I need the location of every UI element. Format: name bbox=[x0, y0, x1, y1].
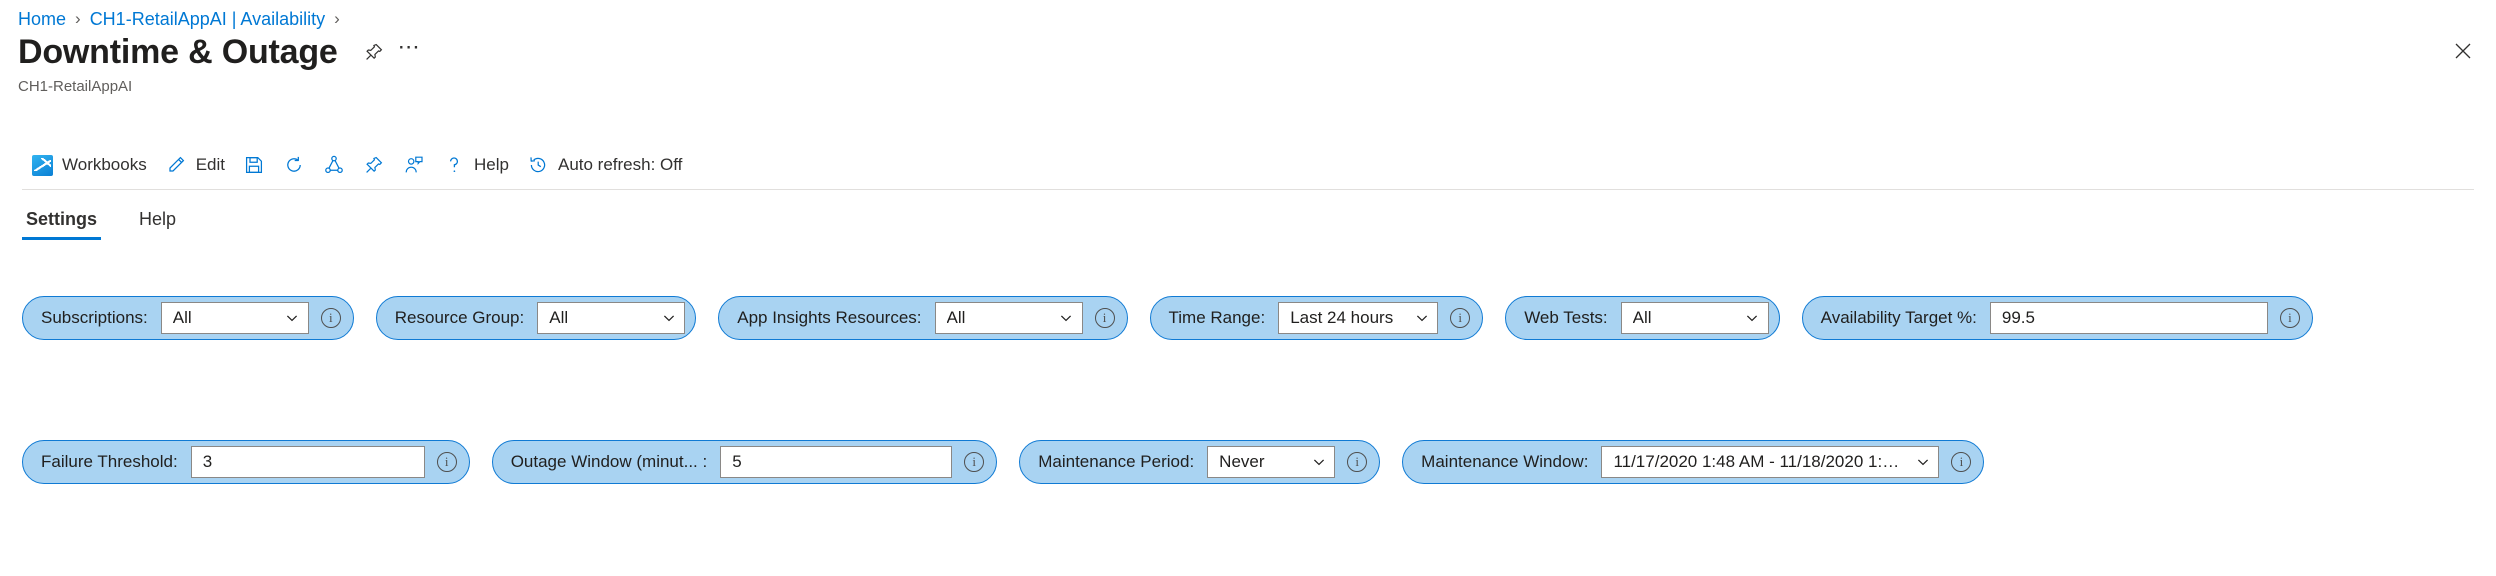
refresh-icon bbox=[283, 154, 305, 176]
command-edit-label: Edit bbox=[195, 155, 226, 174]
time-range-info-icon[interactable]: i bbox=[1450, 308, 1471, 328]
app-insights-resources-dropdown[interactable]: All bbox=[934, 302, 1083, 334]
command-pin[interactable] bbox=[354, 146, 394, 184]
resource-group-value: All bbox=[549, 308, 569, 327]
command-auto-refresh-label: Auto refresh: Off bbox=[557, 155, 683, 174]
web-tests-value: All bbox=[1632, 308, 1652, 327]
resource-group-dropdown[interactable]: All bbox=[537, 302, 686, 334]
time-range-value: Last 24 hours bbox=[1290, 308, 1394, 327]
auto-refresh-clock-icon bbox=[527, 154, 549, 176]
maintenance-period-dropdown[interactable]: Never bbox=[1207, 446, 1336, 478]
command-bar: Workbooks Edit bbox=[0, 140, 2496, 190]
pencil-edit-icon bbox=[165, 154, 187, 176]
question-help-icon bbox=[443, 154, 465, 176]
chevron-down-icon bbox=[1745, 311, 1760, 326]
param-web-tests-label: Web Tests: bbox=[1524, 308, 1608, 327]
tab-settings[interactable]: Settings bbox=[22, 205, 102, 240]
parameters-row-2: Failure Threshold: 3 i Outage Window (mi… bbox=[22, 440, 2006, 484]
param-outage-window: Outage Window (minut... : 5 i bbox=[491, 440, 998, 484]
breadcrumb-separator-icon: › bbox=[334, 9, 340, 28]
command-workbooks-label: Workbooks bbox=[62, 155, 147, 174]
chevron-down-icon bbox=[661, 311, 676, 326]
title-row: Downtime & Outage ⋯ bbox=[18, 32, 421, 72]
param-maintenance-period: Maintenance Period: Never i bbox=[1019, 440, 1381, 484]
subscriptions-info-icon[interactable]: i bbox=[320, 308, 341, 328]
command-auto-refresh[interactable]: Auto refresh: Off bbox=[518, 146, 691, 184]
maintenance-period-info-icon[interactable]: i bbox=[1347, 452, 1368, 472]
maintenance-window-info-icon[interactable]: i bbox=[1951, 452, 1972, 472]
tab-help[interactable]: Help bbox=[139, 209, 177, 229]
param-resource-group: Resource Group: All bbox=[375, 296, 697, 340]
param-maintenance-window: Maintenance Window: 11/17/2020 1:48 AM -… bbox=[1402, 440, 1985, 484]
command-save[interactable] bbox=[234, 146, 274, 184]
save-icon bbox=[243, 154, 265, 176]
command-help[interactable]: Help bbox=[434, 146, 518, 184]
param-failure-threshold: Failure Threshold: 3 i bbox=[22, 440, 470, 484]
param-app-insights-resources: App Insights Resources: All i bbox=[718, 296, 1128, 340]
maintenance-window-dropdown[interactable]: 11/17/2020 1:48 AM - 11/18/2020 1:48 PM bbox=[1601, 446, 1940, 478]
failure-threshold-input[interactable]: 3 bbox=[190, 446, 425, 478]
command-feedback[interactable] bbox=[394, 146, 434, 184]
feedback-person-icon bbox=[403, 154, 425, 176]
maintenance-period-value: Never bbox=[1219, 452, 1265, 471]
pin-icon[interactable] bbox=[360, 38, 388, 66]
chevron-down-icon bbox=[1311, 455, 1326, 470]
failure-threshold-value: 3 bbox=[202, 452, 213, 471]
availability-target-value: 99.5 bbox=[2001, 308, 2035, 327]
chevron-down-icon bbox=[1915, 455, 1930, 470]
time-range-dropdown[interactable]: Last 24 hours bbox=[1278, 302, 1439, 334]
more-options-button[interactable]: ⋯ bbox=[397, 34, 421, 59]
breadcrumb-item-home[interactable]: Home bbox=[18, 8, 67, 29]
close-icon[interactable] bbox=[2446, 34, 2480, 68]
command-help-label: Help bbox=[474, 155, 509, 174]
page-subtitle: CH1-RetailAppAI bbox=[18, 78, 133, 95]
param-failure-threshold-label: Failure Threshold: bbox=[41, 452, 178, 471]
param-availability-target: Availability Target %: 99.5 i bbox=[1801, 296, 2313, 340]
param-subscriptions: Subscriptions: All i bbox=[22, 296, 354, 340]
failure-threshold-info-icon[interactable]: i bbox=[436, 452, 457, 472]
tab-bar: Settings Help bbox=[22, 205, 214, 240]
command-bar-divider bbox=[22, 189, 2474, 190]
param-maintenance-window-label: Maintenance Window: bbox=[1421, 452, 1589, 471]
subscriptions-value: All bbox=[172, 308, 192, 327]
share-icon bbox=[323, 154, 345, 176]
chevron-down-icon bbox=[285, 311, 300, 326]
parameters-row-1: Subscriptions: All i Resource Group: All… bbox=[22, 296, 2335, 340]
web-tests-dropdown[interactable]: All bbox=[1620, 302, 1769, 334]
param-resource-group-label: Resource Group: bbox=[394, 308, 525, 327]
param-time-range: Time Range: Last 24 hours i bbox=[1149, 296, 1484, 340]
availability-target-input[interactable]: 99.5 bbox=[1989, 302, 2268, 334]
outage-window-info-icon[interactable]: i bbox=[964, 452, 985, 472]
workbooks-icon bbox=[31, 154, 53, 176]
breadcrumb-item-availability[interactable]: CH1-RetailAppAI | Availability bbox=[89, 8, 326, 29]
command-edit[interactable]: Edit bbox=[156, 146, 234, 184]
app-insights-resources-value: All bbox=[946, 308, 966, 327]
breadcrumb-separator-icon: › bbox=[75, 9, 81, 28]
page-title: Downtime & Outage bbox=[18, 33, 338, 71]
param-app-insights-resources-label: App Insights Resources: bbox=[737, 308, 922, 327]
breadcrumb: Home › CH1-RetailAppAI | Availability › bbox=[18, 8, 349, 30]
param-outage-window-label: Outage Window (minut... : bbox=[510, 452, 708, 471]
outage-window-input[interactable]: 5 bbox=[720, 446, 953, 478]
maintenance-window-value: 11/17/2020 1:48 AM - 11/18/2020 1:48 PM bbox=[1613, 452, 1906, 471]
availability-target-info-icon[interactable]: i bbox=[2279, 308, 2300, 328]
app-insights-resources-info-icon[interactable]: i bbox=[1094, 308, 1115, 328]
pin-icon bbox=[363, 154, 385, 176]
param-maintenance-period-label: Maintenance Period: bbox=[1038, 452, 1195, 471]
param-availability-target-label: Availability Target %: bbox=[1820, 308, 1977, 327]
command-workbooks[interactable]: Workbooks bbox=[22, 146, 156, 184]
command-share[interactable] bbox=[314, 146, 354, 184]
param-subscriptions-label: Subscriptions: bbox=[41, 308, 148, 327]
outage-window-value: 5 bbox=[732, 452, 742, 471]
param-web-tests: Web Tests: All bbox=[1505, 296, 1780, 340]
chevron-down-icon bbox=[1059, 311, 1074, 326]
param-time-range-label: Time Range: bbox=[1168, 308, 1266, 327]
chevron-down-icon bbox=[1414, 311, 1429, 326]
command-refresh[interactable] bbox=[274, 146, 314, 184]
subscriptions-dropdown[interactable]: All bbox=[160, 302, 309, 334]
